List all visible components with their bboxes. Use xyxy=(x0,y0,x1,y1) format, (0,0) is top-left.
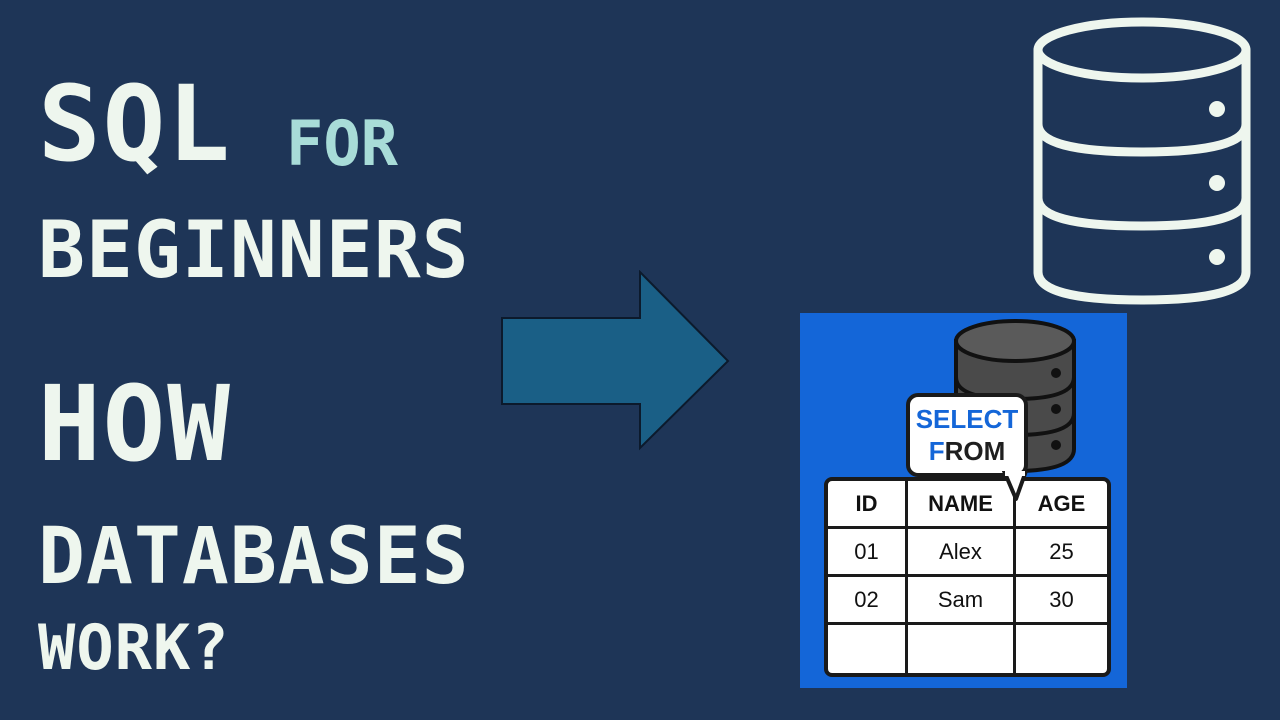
column-header: ID xyxy=(828,481,908,529)
sql-illustration-card: SELECT FROM ID NAME AGE 01 Alex 25 02 Sa… xyxy=(800,313,1127,688)
title-for: FOR xyxy=(286,107,398,180)
title-how: HOW xyxy=(38,363,232,485)
table-cell: 25 xyxy=(1016,529,1107,577)
data-table: ID NAME AGE 01 Alex 25 02 Sam 30 xyxy=(824,477,1111,677)
table-cell xyxy=(1016,625,1107,673)
speech-bubble-icon xyxy=(1002,471,1028,501)
title-databases: DATABASES xyxy=(38,512,470,602)
table-cell: Alex xyxy=(908,529,1016,577)
table-cell: 01 xyxy=(828,529,908,577)
database-outline-icon xyxy=(1033,17,1251,305)
title-work: WORK? xyxy=(38,611,230,684)
column-header: AGE xyxy=(1016,481,1107,529)
arrow-right-icon xyxy=(501,270,730,451)
bubble-select: SELECT xyxy=(915,404,1019,434)
column-header: NAME xyxy=(908,481,1016,529)
table-cell xyxy=(908,625,1016,673)
table-cell xyxy=(828,625,908,673)
table-cell: Sam xyxy=(908,577,1016,625)
title-sql: SQL xyxy=(38,63,232,185)
table-cell: 02 xyxy=(828,577,908,625)
title-beginners: BEGINNERS xyxy=(38,206,470,296)
bubble-from: FROM xyxy=(928,436,1006,466)
table-cell: 30 xyxy=(1016,577,1107,625)
sql-query-bubble: SELECT FROM xyxy=(906,393,1028,477)
